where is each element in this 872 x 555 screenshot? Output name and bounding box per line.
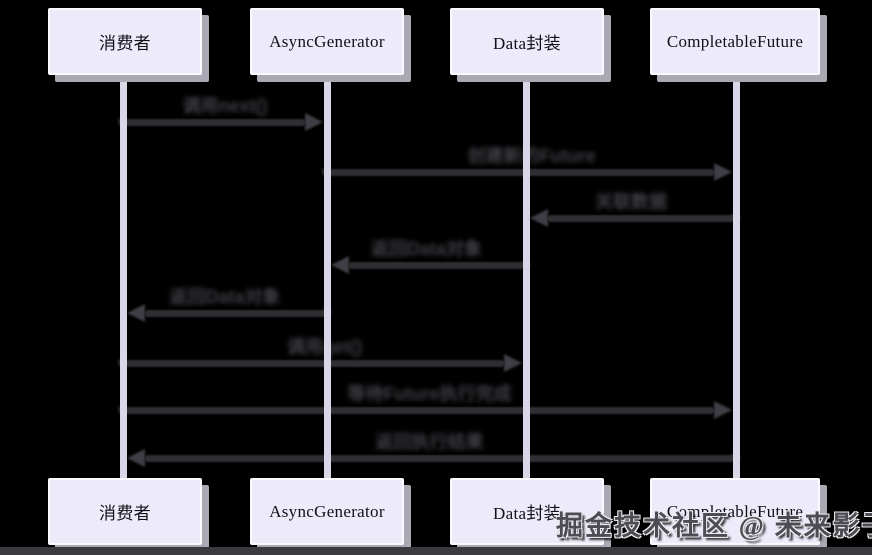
message-arrowhead-1 (305, 113, 323, 131)
message-arrowhead-5 (127, 304, 145, 322)
lifeline-data-wrapper (523, 73, 530, 482)
actor-box-bottom-completable-future: CompletableFuture (650, 478, 820, 545)
message-label-1: 调用next() (182, 96, 268, 116)
message-line-7 (125, 407, 714, 414)
message-arrowhead-8 (127, 449, 145, 467)
actor-label-data-wrapper: Data封装 (493, 504, 561, 523)
actor-box-top-consumer: 消费者 (48, 8, 202, 75)
message-label-5: 返回Data对象 (169, 287, 281, 307)
actor-label-async-generator: AsyncGenerator (269, 31, 385, 51)
message-label-2: 创建新的Future (467, 146, 596, 166)
message-line-6 (125, 360, 504, 367)
actor-label-consumer: 消费者 (99, 34, 151, 53)
lifeline-completable-future (733, 73, 740, 482)
message-label-4: 返回Data对象 (370, 239, 482, 259)
message-arrowhead-6 (504, 354, 522, 372)
actor-box-bottom-consumer: 消费者 (48, 478, 202, 545)
actor-box-top-async-generator: AsyncGenerator (250, 8, 404, 75)
actor-box-top-completable-future: CompletableFuture (650, 8, 820, 75)
message-label-8: 返回执行结果 (375, 432, 484, 452)
message-line-5 (145, 310, 325, 317)
message-arrowhead-7 (714, 401, 732, 419)
message-arrowhead-3 (530, 209, 548, 227)
actor-box-bottom-async-generator: AsyncGenerator (250, 478, 404, 545)
message-line-1 (125, 119, 305, 126)
message-line-3 (548, 215, 734, 222)
message-label-3: 关联数据 (595, 192, 667, 212)
message-label-7: 等待Future执行完成 (347, 384, 512, 404)
actor-label-consumer: 消费者 (99, 504, 151, 523)
message-line-2 (329, 169, 714, 176)
message-line-8 (145, 455, 734, 462)
message-arrowhead-2 (714, 163, 732, 181)
message-arrowhead-4 (331, 256, 349, 274)
actor-box-top-data-wrapper: Data封装 (450, 8, 604, 75)
watermark-text: 掘金技术社区 @ 未来影子 (556, 511, 872, 541)
actor-label-async-generator: AsyncGenerator (269, 501, 385, 521)
lifeline-consumer (120, 73, 127, 482)
actor-label-completable-future: CompletableFuture (666, 501, 804, 521)
actor-label-completable-future: CompletableFuture (666, 31, 804, 51)
message-line-4 (349, 262, 524, 269)
lifeline-async-generator (324, 73, 331, 482)
actor-box-bottom-data-wrapper: Data封装 (450, 478, 604, 545)
bottom-bar (0, 547, 872, 555)
actor-label-data-wrapper: Data封装 (493, 34, 561, 53)
